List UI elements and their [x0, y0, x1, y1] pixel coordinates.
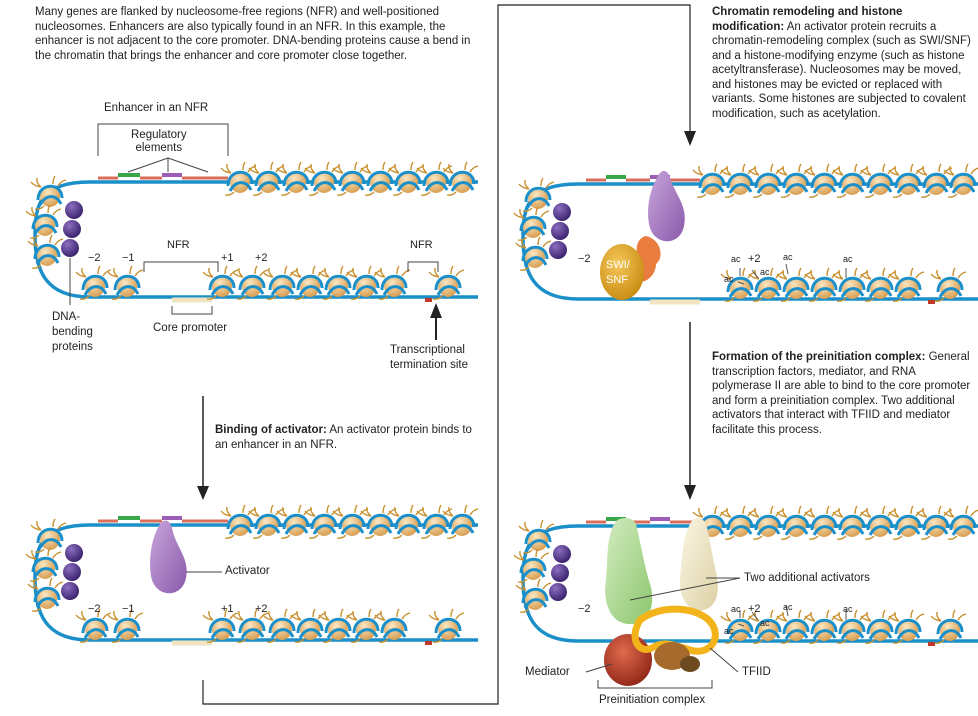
- preinitiation-complex-label: Preinitiation complex: [599, 694, 706, 706]
- step2-text: Chromatin remodeling and histone modific…: [712, 5, 974, 121]
- dna-bending-protein: [61, 201, 83, 257]
- green-activator: [605, 518, 653, 625]
- gtf-proteins: [680, 656, 700, 672]
- nfr-left-label: NFR: [167, 239, 190, 251]
- acetyl-label: ac: [724, 274, 734, 284]
- position-plus2: +2: [255, 252, 268, 264]
- activator-label: Activator: [225, 565, 270, 577]
- mediator-complex: [604, 634, 652, 686]
- panel3-chromatin: [512, 162, 978, 305]
- step3-body: General transcription factors, mediator,…: [712, 351, 971, 436]
- tfiid-complex: [631, 605, 719, 655]
- position-minus2: −2: [578, 253, 591, 265]
- acetyl-tail: [737, 263, 847, 627]
- position-plus1: +1: [221, 252, 234, 264]
- acetyl-label: ac: [731, 254, 741, 264]
- position-plus2: +2: [748, 253, 761, 265]
- dna-bending-protein: [61, 544, 83, 600]
- enhancer-label: Enhancer in an NFR: [104, 102, 209, 114]
- termination-site-label: Transcriptional termination site: [390, 344, 468, 371]
- two-activators-label: Two additional activators: [744, 572, 870, 584]
- step1-text: Binding of activator: An activator prote…: [215, 423, 480, 452]
- acetyl-label: ac: [760, 267, 770, 277]
- swi-snf-complex: [600, 244, 644, 300]
- cream-activator: [679, 518, 718, 611]
- panel1-chromatin: [24, 123, 480, 340]
- step2-title: Chromatin remodeling and histone modific…: [712, 6, 903, 33]
- position-minus1: −1: [122, 252, 135, 264]
- step1-title: Binding of activator:: [215, 424, 327, 436]
- regulatory-elements-label: Regulatory elements: [131, 129, 187, 154]
- dna-bending-label: DNA- bending proteins: [52, 311, 93, 353]
- mediator-label: Mediator: [525, 666, 570, 678]
- dna-bending-protein: [549, 203, 571, 259]
- position-minus2: −2: [88, 252, 101, 264]
- position-plus2: +2: [748, 603, 761, 615]
- flow-arrows: [197, 4, 696, 705]
- acetyl-label: ac: [843, 254, 853, 264]
- position-minus2: −2: [88, 603, 101, 615]
- acetyl-label: ac: [731, 604, 741, 614]
- position-plus2: +2: [255, 603, 268, 615]
- position-plus1: +1: [221, 603, 234, 615]
- panel4-chromatin: [512, 504, 978, 689]
- nfr-right-label: NFR: [410, 239, 433, 251]
- panel1-description: Many genes are flanked by nucleosome-fre…: [35, 6, 471, 62]
- dna-bending-protein: [549, 545, 571, 601]
- acetyl-label: ac: [760, 618, 770, 628]
- activator-protein: [150, 520, 187, 594]
- panel2-chromatin: [24, 503, 480, 646]
- tfiid-label: TFIID: [742, 666, 771, 678]
- step2-body: An activator protein recruits a chromati…: [712, 20, 971, 120]
- acetyl-label: ac: [724, 626, 734, 636]
- position-minus1: −1: [122, 603, 135, 615]
- step3-title: Formation of the preinitiation complex:: [712, 351, 926, 363]
- position-minus2: −2: [578, 603, 591, 615]
- step1-body: An activator protein binds to an enhance…: [215, 424, 472, 451]
- acetyl-label: ac: [783, 602, 793, 612]
- acetyl-label: ac: [783, 252, 793, 262]
- acetyl-label: ac: [843, 604, 853, 614]
- swi-snf-label: SWI/ SNF: [606, 259, 630, 286]
- activator-protein: [648, 170, 685, 242]
- core-promoter-label: Core promoter: [153, 322, 228, 334]
- step3-text: Formation of the preinitiation complex: …: [712, 350, 974, 437]
